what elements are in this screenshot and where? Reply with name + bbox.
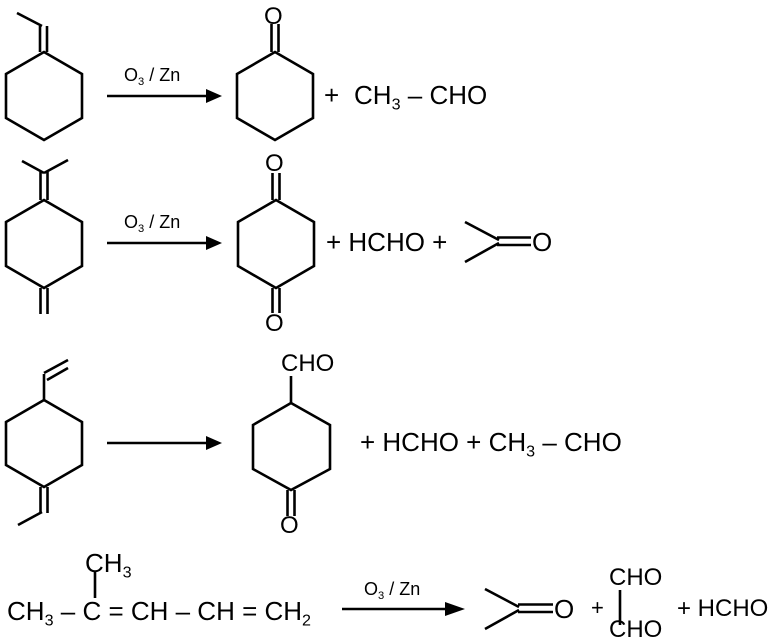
- methyl-up: [464, 220, 500, 242]
- products-text-2: + HCHO +: [326, 227, 448, 257]
- cyclohexane-ring: [4, 398, 84, 489]
- cyclohexanone-ring: [235, 50, 315, 142]
- arrow-4: [342, 602, 465, 616]
- product-2-structure: [236, 173, 316, 313]
- cyclohexane-ring: [4, 198, 84, 290]
- ketone-oxygen: O: [280, 512, 299, 539]
- glyoxal-bottom: CHO: [609, 616, 663, 643]
- formaldehyde-4: + HCHO: [677, 595, 769, 622]
- methyl-down: [464, 241, 500, 264]
- arrow-head: [206, 236, 222, 250]
- ethylidene-methyl: [17, 510, 43, 527]
- reactant-2-structure: [4, 158, 84, 314]
- methyl-bond: [16, 11, 43, 28]
- methyl-left: [21, 159, 45, 175]
- acetaldehyde-formula: CH3 – CHO: [354, 80, 488, 114]
- product-1-structure: [235, 24, 315, 142]
- reagent-label-2: O3 / Zn: [124, 212, 181, 235]
- ring: [251, 401, 332, 492]
- product-3-structure: [251, 376, 332, 516]
- plus-sign-4: +: [591, 595, 604, 620]
- methyl-branch: CH3: [85, 548, 132, 582]
- methyl-right: [43, 158, 69, 175]
- bottom-oxygen: O: [265, 310, 284, 337]
- reagent-label-1: O3 / Zn: [124, 65, 181, 88]
- reagent-label-4: O3 / Zn: [364, 579, 421, 602]
- arrow-3: [107, 436, 222, 450]
- acetone-structure-4: [484, 587, 553, 631]
- arrow-head: [206, 89, 222, 103]
- glyoxal-top: CHO: [609, 564, 663, 591]
- arrow-head: [445, 602, 465, 616]
- arrow-1: [107, 89, 222, 103]
- acetone-oxygen-4: O: [554, 594, 575, 624]
- acetone-oxygen: O: [532, 227, 553, 257]
- methyl-up: [484, 587, 520, 609]
- acetone-structure-2: [464, 220, 531, 264]
- reactant-1-structure: [4, 11, 84, 142]
- products-text-3: + HCHO + CH3 – CHO: [360, 427, 622, 461]
- reactant-4-chain: CH3 – C = CH – CH = CH2: [7, 596, 312, 630]
- vinyl-double-a: [43, 358, 69, 375]
- vinyl-double-b: [46, 366, 69, 382]
- arrow-2: [107, 236, 222, 250]
- arrow-head: [206, 436, 222, 450]
- cyclohexane-ring: [4, 50, 84, 142]
- methyl-down: [484, 608, 520, 631]
- top-oxygen: O: [265, 150, 284, 177]
- aldehyde-group: CHO: [281, 350, 335, 377]
- dione-ring: [236, 198, 316, 290]
- carbonyl-oxygen: O: [264, 3, 283, 30]
- reactant-3-structure: [4, 358, 84, 527]
- plus-sign: +: [324, 80, 340, 110]
